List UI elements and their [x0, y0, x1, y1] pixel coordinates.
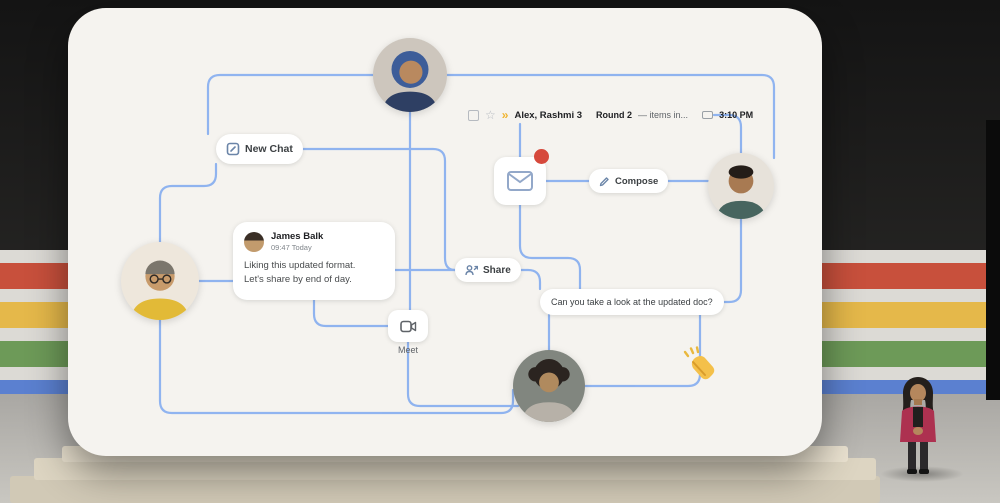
- stage-right-edge: [986, 120, 1000, 400]
- meet-card[interactable]: [388, 310, 428, 342]
- checkbox-icon[interactable]: [468, 109, 479, 121]
- email-time: 3:10 PM: [719, 110, 754, 120]
- chat-bubble: Can you take a look at the updated doc?: [540, 289, 724, 315]
- video-camera-icon: [399, 320, 416, 332]
- important-icon: »: [501, 108, 509, 122]
- avatar-james-balk: [244, 231, 264, 252]
- compose-button[interactable]: Compose: [589, 169, 669, 193]
- avatar-man: [708, 153, 774, 219]
- share-button[interactable]: Share: [455, 258, 521, 282]
- message-line-1: Liking this updated format.: [244, 260, 356, 271]
- new-chat-button[interactable]: New Chat: [216, 134, 303, 164]
- connector-lines: [158, 73, 776, 415]
- avatar-headscarf: [373, 38, 447, 112]
- meet-label: Meet: [397, 345, 418, 355]
- star-icon[interactable]: ☆: [485, 108, 496, 122]
- message-line-2: Let's share by end of day.: [244, 274, 352, 286]
- presentation-screen: New Chat ☆ » Alex, Rashmi 3 Round 2 — it…: [68, 8, 822, 456]
- share-person-icon: [465, 265, 478, 276]
- email-sender: Alex, Rashmi 3: [514, 109, 583, 121]
- envelope-icon: [507, 171, 533, 191]
- mail-card: [494, 157, 546, 205]
- chat-message-card: James Balk 09:47 Today Liking this updat…: [233, 222, 395, 300]
- clap-icon: [682, 345, 718, 386]
- message-timestamp: 09:47 Today: [271, 243, 312, 252]
- platform-step-bottom: [10, 476, 880, 503]
- presenter: [888, 374, 948, 483]
- new-chat-label: New Chat: [245, 143, 293, 155]
- platform-step-middle: [34, 458, 876, 480]
- avatar-yellow-shirt: [121, 242, 199, 320]
- email-row[interactable]: ☆ » Alex, Rashmi 3 Round 2 — items in...…: [468, 106, 753, 124]
- pencil-icon: [599, 176, 609, 186]
- chat-compose-icon: [226, 142, 240, 156]
- attachment-icon: [702, 111, 714, 119]
- notification-dot: [534, 149, 549, 164]
- email-subject: Round 2: [596, 110, 633, 120]
- share-label: Share: [483, 264, 511, 276]
- message-sender-name: James Balk: [271, 231, 324, 242]
- compose-label: Compose: [615, 175, 659, 187]
- chat-bubble-text: Can you take a look at the updated doc?: [551, 297, 713, 307]
- email-snippet: — items in...: [638, 110, 689, 120]
- avatar-curly-hair: [513, 350, 585, 422]
